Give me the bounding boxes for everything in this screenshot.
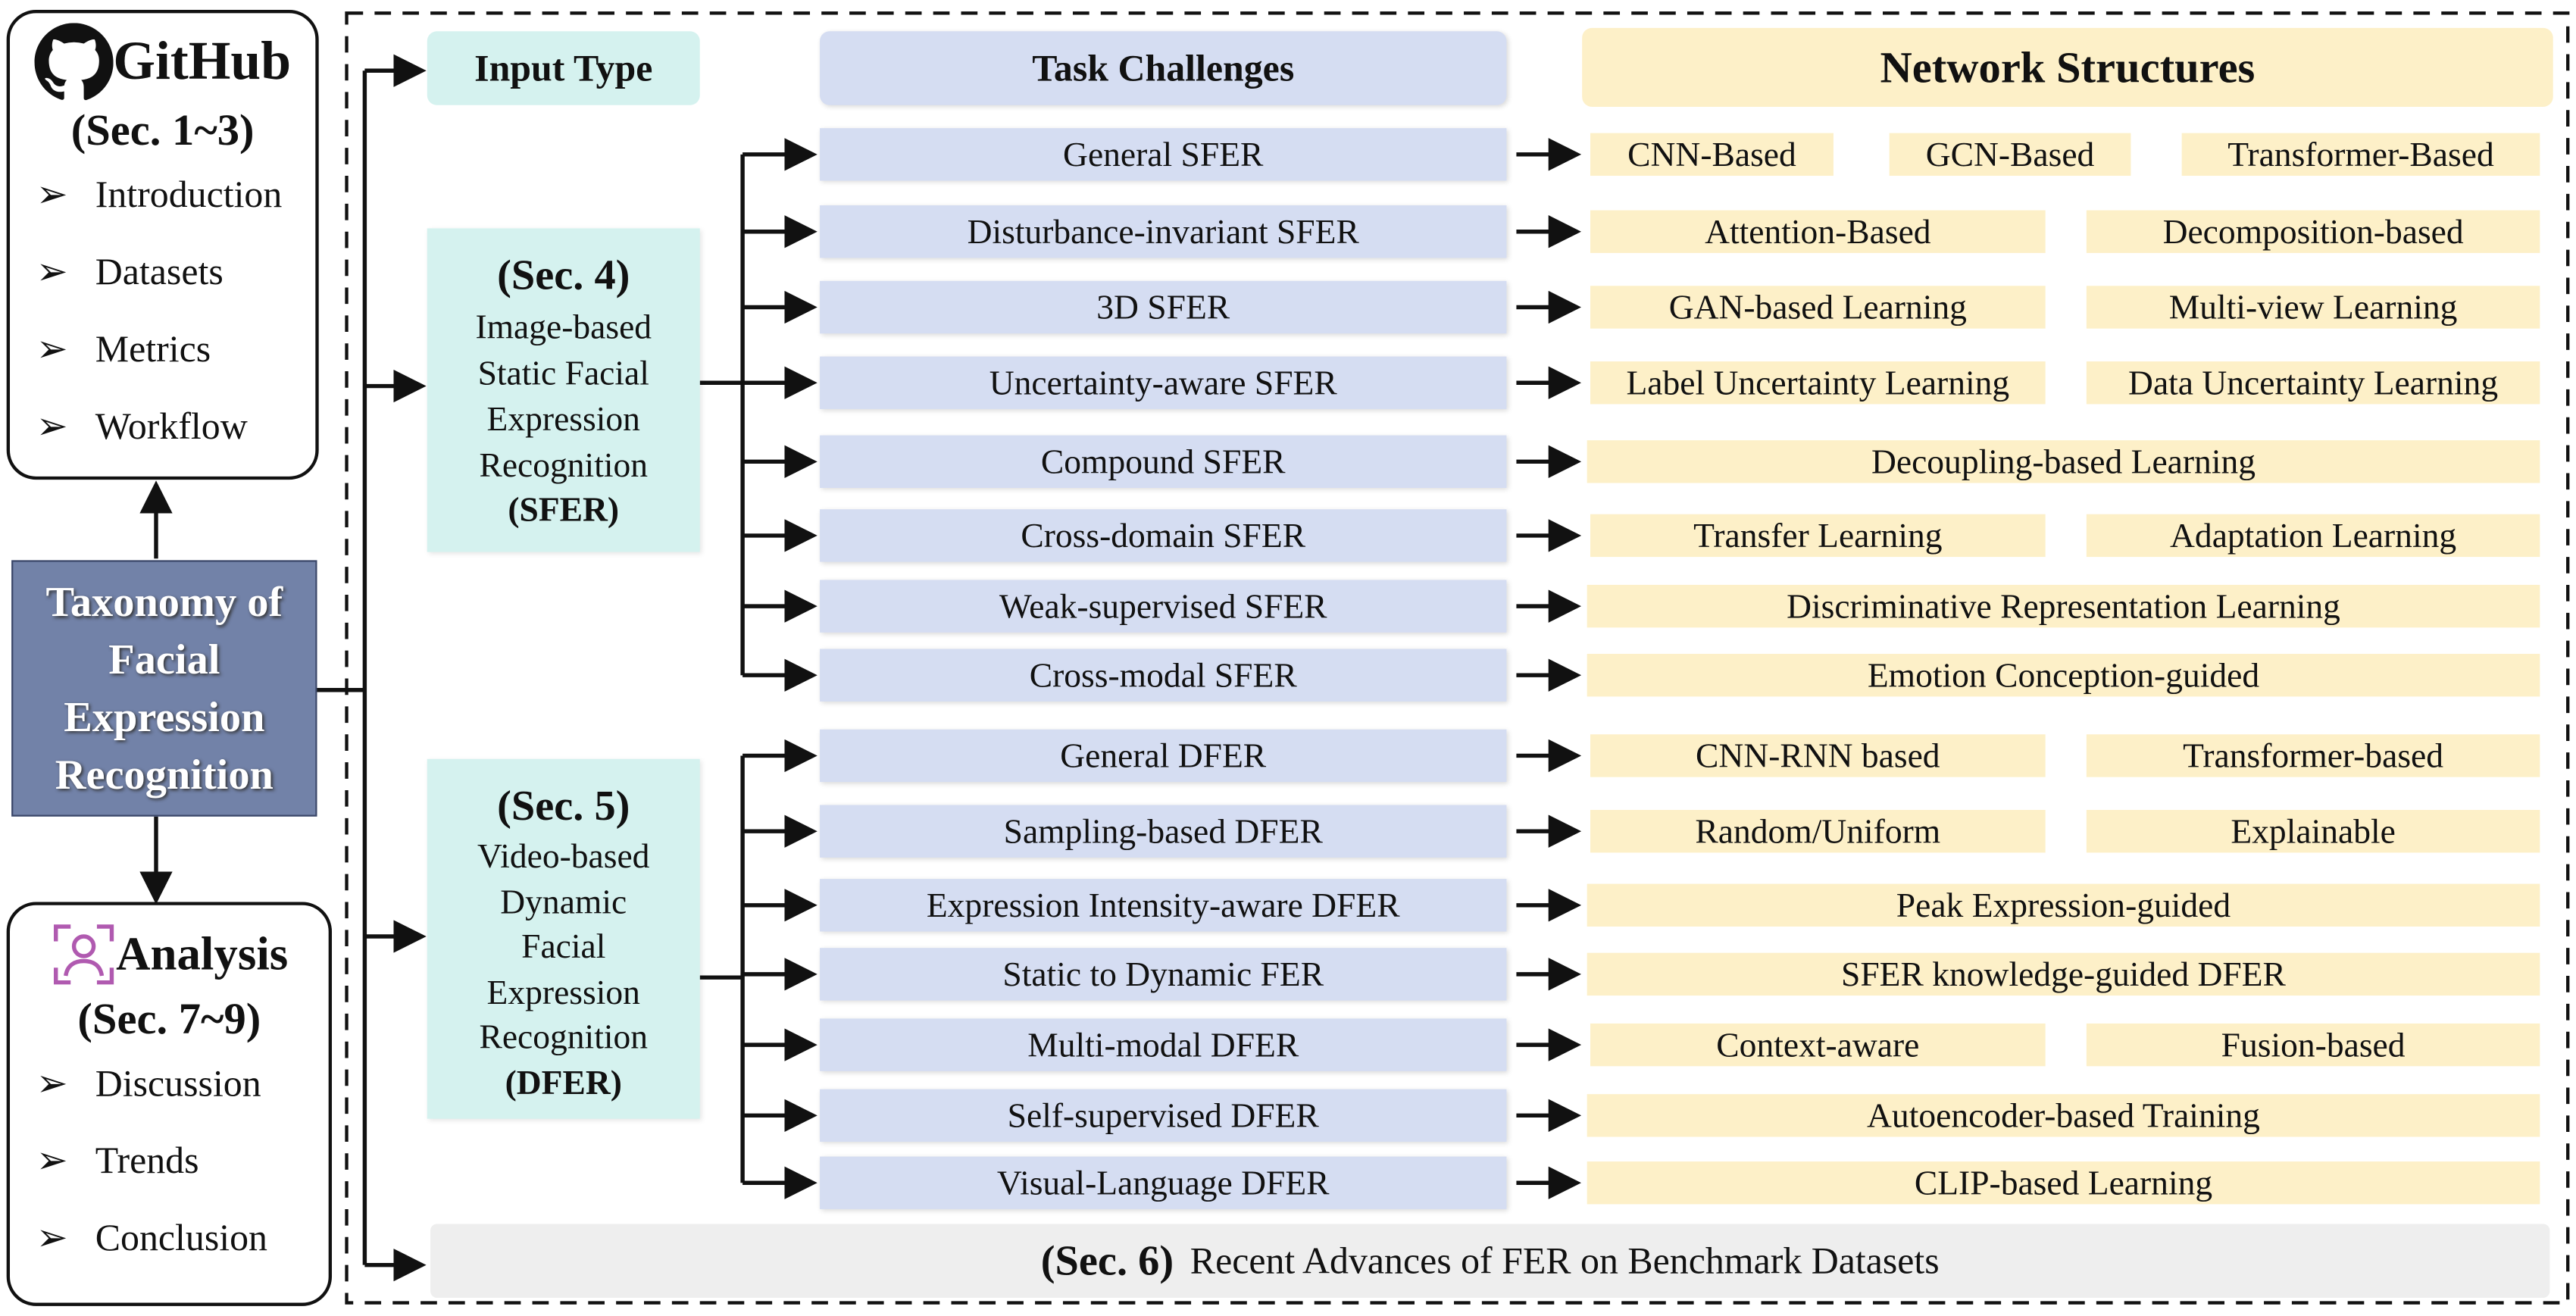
analysis-section: (Sec. 7~9) (77, 993, 261, 1043)
sfer-section: (Sec. 4) (497, 251, 630, 299)
network-structure-box: Attention-Based (1590, 210, 2046, 253)
network-structure-box: GCN-Based (1889, 133, 2131, 177)
github-item: ➢ Workflow (36, 388, 316, 465)
arrow-bullet-icon: ➢ (36, 1217, 68, 1258)
network-structure-box: Random/Uniform (1590, 810, 2046, 853)
task-challenge-box: General SFER (820, 128, 1507, 181)
network-structure-box: Decoupling-based Learning (1587, 440, 2540, 483)
github-items: ➢ Introduction ➢ Datasets ➢ Metrics ➢ Workflow (10, 156, 315, 465)
analysis-items: ➢ Discussion ➢ Trends ➢ Conclusion (10, 1045, 329, 1277)
github-section: (Sec. 1~3) (70, 105, 255, 155)
task-challenge-box: Compound SFER (820, 435, 1507, 489)
header-network-structures: Network Structures (1582, 27, 2553, 107)
task-challenge-box: Expression Intensity-aware DFER (820, 879, 1507, 932)
task-challenge-box: Cross-domain SFER (820, 509, 1507, 562)
task-challenge-box: Self-supervised DFER (820, 1089, 1507, 1143)
header-task-challenges: Task Challenges (820, 31, 1507, 105)
header-input-type: Input Type (427, 31, 700, 105)
task-challenge-box: Multi-modal DFER (820, 1018, 1507, 1071)
network-structure-box: CNN-Based (1590, 133, 1834, 177)
github-item: ➢ Metrics (36, 311, 316, 388)
github-item: ➢ Datasets (36, 233, 316, 311)
sec6-text: Recent Advances of FER on Benchmark Data… (1190, 1239, 1940, 1281)
sfer-line: Image-based (475, 307, 652, 347)
analysis-item: ➢ Conclusion (36, 1199, 329, 1277)
user-focus-icon (53, 924, 114, 985)
dfer-line: Recognition (479, 1017, 649, 1057)
network-structure-box: Fusion-based (2086, 1023, 2540, 1067)
network-structure-box: Peak Expression-guided (1587, 883, 2540, 927)
arrow-bullet-icon: ➢ (36, 328, 68, 370)
github-item-label: Datasets (95, 251, 224, 292)
task-challenge-box: Weak-supervised SFER (820, 580, 1507, 633)
task-challenge-box: General DFER (820, 729, 1507, 783)
network-structure-box: Transfer Learning (1590, 514, 2046, 558)
sec6-box: (Sec. 6) Recent Advances of FER on Bench… (430, 1224, 2550, 1299)
network-structure-box: Data Uncertainty Learning (2086, 361, 2540, 405)
dfer-line: Dynamic (500, 881, 627, 921)
task-challenge-box: 3D SFER (820, 280, 1507, 334)
sfer-line: Recognition (479, 445, 649, 485)
github-item-label: Metrics (95, 328, 211, 370)
github-panel[interactable]: GitHub (Sec. 1~3) ➢ Introduction ➢ Datasets… (6, 10, 319, 480)
network-structure-box: SFER knowledge-guided DFER (1587, 952, 2540, 996)
network-structure-box: CNN-RNN based (1590, 734, 2046, 777)
github-item: ➢ Introduction (36, 156, 316, 233)
network-structure-box: Decomposition-based (2086, 210, 2540, 253)
sec6-section: (Sec. 6) (1040, 1236, 1174, 1284)
network-structure-box: Adaptation Learning (2086, 514, 2540, 558)
dfer-line: Facial (521, 926, 606, 967)
sfer-line: Static Facial (477, 353, 649, 393)
arrow-bullet-icon: ➢ (36, 405, 68, 447)
arrow-bullet-icon: ➢ (36, 173, 68, 216)
task-challenge-box: Visual-Language DFER (820, 1156, 1507, 1209)
analysis-panel[interactable]: Analysis (Sec. 7~9) ➢ Discussion ➢ Trends ➢ C… (6, 902, 333, 1306)
network-structure-box: Multi-view Learning (2086, 286, 2540, 329)
sfer-line: Expression (486, 399, 640, 439)
github-item-label: Workflow (95, 405, 248, 447)
task-challenge-box: Disturbance-invariant SFER (820, 205, 1507, 258)
github-icon (34, 23, 114, 101)
analysis-item: ➢ Trends (36, 1122, 329, 1199)
network-structure-box: Autoencoder-based Training (1587, 1094, 2540, 1137)
network-structure-box: Explainable (2086, 810, 2540, 853)
task-challenge-box: Sampling-based DFER (820, 805, 1507, 858)
network-structure-box: Context-aware (1590, 1023, 2046, 1067)
network-structure-box: CLIP-based Learning (1587, 1161, 2540, 1205)
arrow-bullet-icon: ➢ (36, 1139, 68, 1182)
task-challenge-box: Static to Dynamic FER (820, 948, 1507, 1001)
network-structure-box: Transformer-based (2086, 734, 2540, 777)
network-structure-box: Emotion Conception-guided (1587, 654, 2540, 697)
dfer-section: (Sec. 5) (497, 782, 630, 830)
dfer-line: Expression (486, 971, 640, 1011)
network-structure-box: Label Uncertainty Learning (1590, 361, 2046, 405)
github-item-label: Introduction (95, 173, 283, 216)
analysis-item-label: Conclusion (95, 1217, 267, 1258)
analysis-item-label: Trends (95, 1139, 199, 1182)
task-challenge-box: Cross-modal SFER (820, 649, 1507, 702)
taxonomy-box: Taxonomy of Facial Expression Recognitio… (11, 560, 317, 817)
dfer-abbr: (DFER) (505, 1061, 622, 1102)
dfer-line: Video-based (477, 836, 650, 876)
analysis-item-label: Discussion (95, 1062, 261, 1105)
network-structure-box: Transformer-Based (2181, 133, 2540, 177)
sfer-abbr: (SFER) (508, 489, 620, 530)
task-challenge-box: Uncertainty-aware SFER (820, 356, 1507, 409)
analysis-item: ➢ Discussion (36, 1045, 329, 1122)
network-structure-box: Discriminative Representation Learning (1587, 584, 2540, 628)
github-title: GitHub (113, 32, 292, 92)
arrow-bullet-icon: ➢ (36, 1062, 68, 1105)
arrow-bullet-icon: ➢ (36, 251, 68, 292)
analysis-title: Analysis (116, 927, 289, 980)
network-structure-box: GAN-based Learning (1590, 286, 2046, 329)
